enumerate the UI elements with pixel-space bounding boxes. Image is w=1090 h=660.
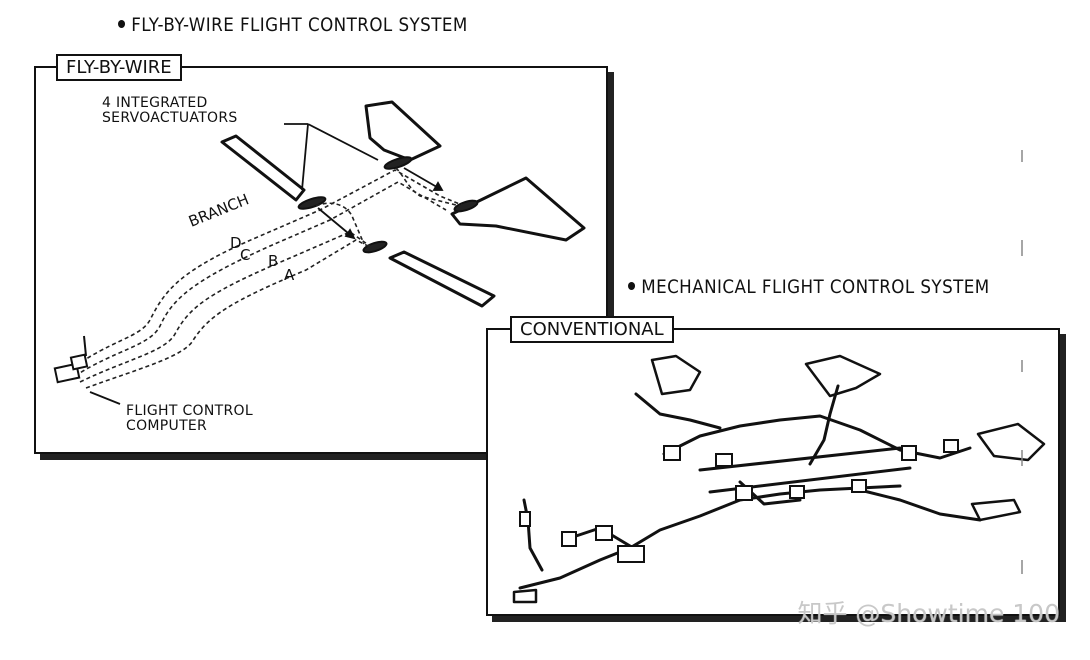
left-control-surface (650, 354, 702, 396)
wire-branch-b (79, 231, 371, 383)
mechanical-system-heading: MECHANICAL FLIGHT CONTROL SYSTEM (628, 276, 990, 298)
conventional-surfaces (512, 354, 1046, 604)
vertical-fin-surface (364, 100, 442, 162)
wire-branch-d (69, 169, 463, 371)
wire-branch-a (85, 239, 377, 389)
flight-control-computer-callout: FLIGHT CONTROL COMPUTER (126, 404, 253, 434)
lower-right-surface-conv (970, 498, 1022, 522)
branch-letter-c: C (240, 246, 251, 264)
servoactuator-1 (297, 196, 327, 210)
servoactuator-2 (383, 156, 413, 170)
servoactuators-callout: 4 INTEGRATED SERVOACTUATORS (102, 96, 238, 126)
fbw-system-heading-text: FLY-BY-WIRE FLIGHT CONTROL SYSTEM (131, 14, 468, 36)
tail-linkage (808, 384, 840, 466)
servoactuator-4 (362, 240, 388, 254)
branch-letter-d: D (230, 234, 242, 252)
computer-callout-line1: FLIGHT CONTROL (126, 403, 253, 419)
flight-control-computer-drawing (53, 335, 89, 384)
callout-leaders (89, 123, 444, 405)
right-tail-surface (976, 422, 1046, 462)
bullet-icon (628, 281, 636, 290)
fly-by-wire-panel-label: FLY-BY-WIRE (56, 54, 182, 81)
upper-linkage (662, 414, 972, 460)
left-canard-surface (220, 134, 306, 202)
servoactuators-callout-line2: SERVOACTUATORS (102, 110, 238, 126)
fbw-system-heading: FLY-BY-WIRE FLIGHT CONTROL SYSTEM (118, 14, 468, 36)
left-box-surface (512, 588, 538, 604)
vertical-link (522, 498, 544, 572)
vertical-tail-surface (804, 354, 882, 398)
servoactuators-callout-line1: 4 INTEGRATED (102, 95, 208, 111)
wire-branch-c (74, 181, 447, 377)
main-torque-tube (518, 484, 902, 590)
wire-cross-1 (315, 202, 365, 245)
servoactuator-3 (453, 199, 479, 213)
right-stabilizer-surface (450, 176, 586, 242)
lower-right-surface (388, 250, 496, 308)
branch-letter-b: B (268, 252, 279, 270)
conventional-panel-label: CONVENTIONAL (510, 316, 674, 343)
wire-cross-2 (395, 167, 461, 207)
servoactuators (297, 156, 479, 254)
crossbar-1 (698, 446, 902, 472)
bullet-icon (118, 19, 126, 28)
mechanical-nodes (519, 439, 959, 563)
left-linkage-1 (634, 392, 722, 430)
wire-branches (69, 167, 463, 389)
fbw-surfaces (220, 100, 586, 308)
watermark-text: 知乎 @Showtime 100 (797, 599, 1060, 628)
mechanical-system-heading-text: MECHANICAL FLIGHT CONTROL SYSTEM (641, 276, 990, 298)
right-linkage (858, 488, 982, 522)
computer-callout-line2: COMPUTER (126, 418, 208, 434)
branch-letter-a: A (284, 266, 295, 284)
